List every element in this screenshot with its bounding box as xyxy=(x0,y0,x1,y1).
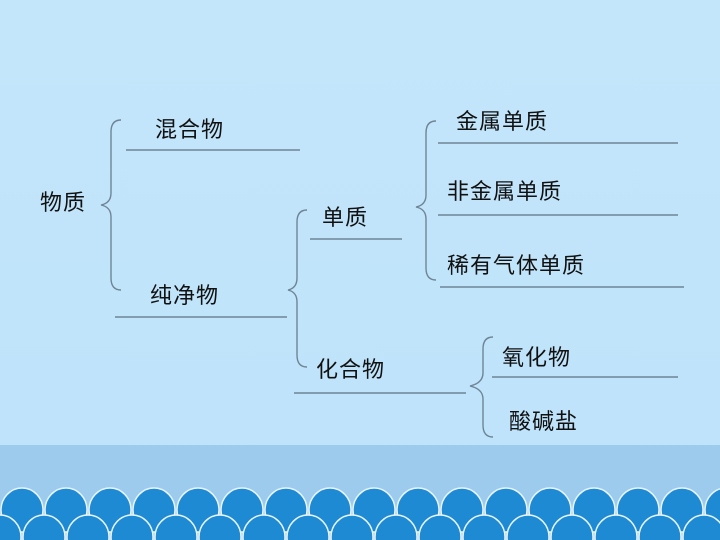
label-acid-base-salt: 酸碱盐 xyxy=(509,410,579,435)
wave-scale xyxy=(638,514,682,540)
label-noble-gas-element: 稀有气体单质 xyxy=(447,254,586,279)
brace-root xyxy=(100,119,122,291)
wave-scale xyxy=(110,514,154,540)
label-mixture: 混合物 xyxy=(155,118,225,143)
wave-scale xyxy=(682,514,720,540)
label-compound: 化合物 xyxy=(316,358,386,383)
label-substance: 物质 xyxy=(40,191,87,216)
brace-element xyxy=(415,120,437,281)
label-pure-substance: 纯净物 xyxy=(150,284,220,309)
wave-scale xyxy=(330,514,374,540)
wave-scale xyxy=(22,514,66,540)
wave-scale xyxy=(418,514,462,540)
footer-band xyxy=(0,445,720,540)
wave-scale xyxy=(462,514,506,540)
wave-scale xyxy=(198,514,242,540)
wave-scale xyxy=(594,514,638,540)
wave-scale xyxy=(286,514,330,540)
label-oxide: 氧化物 xyxy=(502,346,572,371)
label-element: 单质 xyxy=(322,206,369,231)
wave-scale xyxy=(506,514,550,540)
wave-decoration xyxy=(0,487,720,540)
label-metal-element: 金属单质 xyxy=(456,110,549,135)
wave-scale xyxy=(242,514,286,540)
wave-scale xyxy=(374,514,418,540)
wave-scale xyxy=(66,514,110,540)
wave-scale xyxy=(154,514,198,540)
wave-scale xyxy=(0,514,22,540)
brace-compound xyxy=(469,336,494,438)
label-nonmetal-element: 非金属单质 xyxy=(447,180,563,205)
wave-scale xyxy=(550,514,594,540)
brace-pure xyxy=(287,209,308,368)
